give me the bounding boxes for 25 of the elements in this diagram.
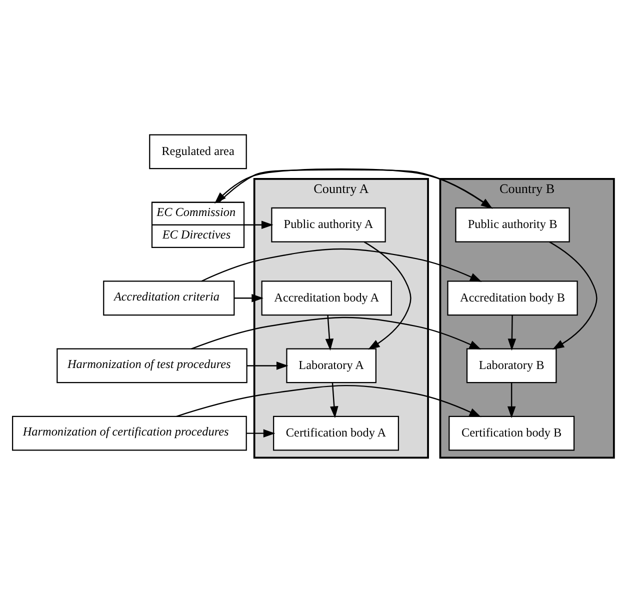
node-box: Public authority B [455,206,570,242]
arrow [234,293,264,302]
node-box: Harmonization of test procedures [56,348,248,383]
node-box: Accreditation body B [447,280,578,316]
arrow [176,384,482,417]
node-box: Regulated area [149,134,247,169]
arrow [549,240,598,350]
node-box: Laboratory B [466,348,557,383]
arrow [507,382,516,418]
arrow [246,428,276,437]
node-box: Accreditation body A [261,280,392,316]
node-box: Harmonization of certification procedures [12,415,247,450]
arrow [330,382,338,418]
arrow [246,361,288,370]
arrow [201,248,482,282]
node-box: Laboratory A [286,348,376,383]
arrow [191,316,482,350]
node-box: Accreditation criteria [103,280,235,316]
arrow [508,314,516,350]
node-box: Public authority A [271,206,386,242]
arrow [325,314,334,350]
arrow [244,220,274,229]
node-box: Certification body B [448,415,575,450]
arrow [364,240,412,350]
node-box: Certification body A [273,415,400,450]
